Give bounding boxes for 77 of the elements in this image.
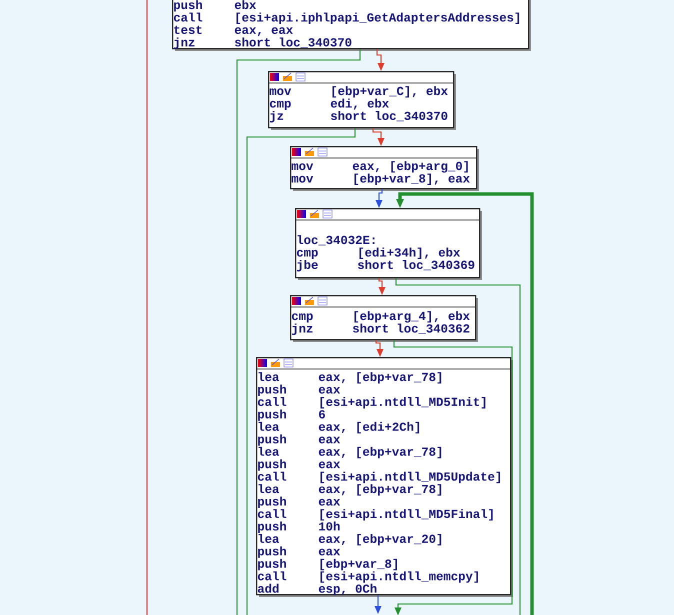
instruction-mnemonic: call <box>258 472 286 481</box>
arrow <box>376 189 383 208</box>
instruction-mnemonic: push <box>174 0 202 12</box>
instruction-operand: eax, [ebp+var_78] <box>318 446 442 458</box>
instruction-operand: edi, ebx <box>330 98 389 110</box>
instruction-operand: short loc_340369 <box>358 260 474 270</box>
instruction-operand: eax, eax <box>234 27 293 36</box>
instruction-operand: eax, [ebp+var_78] <box>318 372 442 384</box>
instruction-operand: [ebp+var_C], ebx <box>332 86 448 98</box>
instruction-mnemonic: test <box>174 26 202 34</box>
arrow <box>372 128 384 146</box>
instruction-operand: eax <box>318 386 340 394</box>
code-label: loc_34032E: <box>298 235 374 246</box>
arrow <box>375 340 384 357</box>
instruction-operand: [esi+api.ntdll_MD5Init] <box>320 397 486 408</box>
instruction-operand: [edi+34h], ebx <box>360 248 460 259</box>
instruction-operand: [esi+api.ntdll_MD5Final] <box>320 509 493 520</box>
instruction-mnemonic: lea <box>258 484 280 494</box>
instruction-operand: [ebp+var_8], eax <box>354 174 470 185</box>
instruction-mnemonic: push <box>258 459 286 471</box>
code-block <box>290 295 478 342</box>
instruction-mnemonic: call <box>174 12 202 22</box>
instruction-mnemonic: add <box>258 584 279 593</box>
instruction-operand: 10h <box>319 522 340 531</box>
instruction-mnemonic: push <box>258 522 286 533</box>
instruction-mnemonic: call <box>258 397 286 406</box>
code-block <box>268 71 456 130</box>
instruction-mnemonic: lea <box>258 446 280 456</box>
instruction-operand: [esi+api.ntdll_memcpy] <box>320 571 478 583</box>
instruction-mnemonic: call <box>258 509 286 518</box>
instruction-operand: [ebp+arg_4], ebx <box>354 311 470 323</box>
instruction-operand: 6 <box>319 410 325 418</box>
instruction-operand: short loc_340370 <box>235 37 352 48</box>
instruction-operand: [esi+api.iphlpapi_GetAdaptersAddresses] <box>236 12 520 24</box>
instruction-mnemonic: push <box>258 558 286 570</box>
instruction-operand: [esi+api.ntdll_MD5Update] <box>320 472 500 484</box>
instruction-mnemonic: mov <box>292 163 314 170</box>
arrow <box>376 49 384 71</box>
instruction-operand: eax <box>318 462 340 468</box>
instruction-operand: eax <box>318 498 340 506</box>
arrow <box>393 340 513 615</box>
instruction-operand: eax <box>318 548 340 556</box>
instruction-mnemonic: jz <box>270 111 284 122</box>
instruction-mnemonic: cmp <box>270 100 291 110</box>
instruction-mnemonic: call <box>258 571 286 580</box>
instruction-operand: eax <box>318 436 340 444</box>
instruction-mnemonic: push <box>258 409 286 421</box>
code-block <box>294 208 482 280</box>
instruction-operand: short loc_340362 <box>353 324 470 334</box>
instruction-mnemonic: mov <box>270 88 292 96</box>
code-block <box>290 146 479 191</box>
arrow <box>396 192 534 615</box>
instruction-mnemonic: jnz <box>174 37 194 49</box>
instruction-operand: ebx <box>234 0 256 10</box>
instruction-mnemonic: jnz <box>292 324 312 335</box>
instruction-mnemonic: push <box>258 384 286 396</box>
instruction-operand: short loc_340370 <box>331 111 448 122</box>
instruction-operand: eax, [edi+2Ch] <box>318 422 420 434</box>
instruction-operand: [ebp+var_8] <box>320 558 397 570</box>
instruction-operand: eax, [ebp+arg_0] <box>352 161 468 173</box>
arrow <box>374 595 382 614</box>
instruction-mnemonic: jbe <box>296 260 318 272</box>
code-block <box>172 0 531 51</box>
instruction-mnemonic: lea <box>258 422 280 431</box>
instruction-mnemonic: mov <box>292 176 314 183</box>
instruction-mnemonic: push <box>258 434 286 446</box>
instruction-mnemonic: cmp <box>292 313 313 323</box>
instruction-operand: eax, [ebp+var_78] <box>318 484 442 496</box>
instruction-mnemonic: push <box>258 496 286 508</box>
instruction-operand: esp, 0Ch <box>318 584 376 596</box>
instruction-operand: eax, [ebp+var_20] <box>318 534 442 546</box>
instruction-mnemonic: push <box>258 546 286 558</box>
instruction-mnemonic: lea <box>258 372 280 382</box>
instruction-mnemonic: cmp <box>296 250 318 259</box>
code-block <box>256 357 513 597</box>
instruction-mnemonic: lea <box>258 534 280 543</box>
arrow <box>378 278 386 295</box>
